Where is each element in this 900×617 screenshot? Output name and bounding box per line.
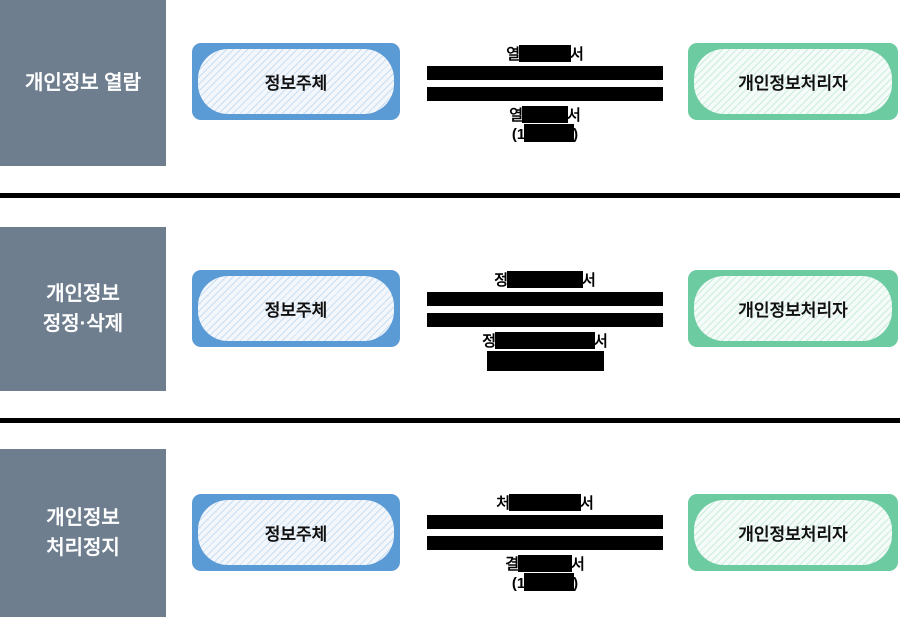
redacted-arrow-top [427, 292, 663, 306]
request-label-suffix: 서 [570, 46, 584, 63]
redaction-bar [524, 124, 575, 142]
request-label-suffix: 서 [582, 272, 596, 289]
redaction-block [486, 351, 604, 371]
subject-box: 정보주체 [192, 43, 400, 120]
request-label-suffix: 서 [580, 495, 594, 512]
response-label-prefix: 정 [482, 333, 496, 350]
processor-box-label: 개인정보처리자 [694, 49, 892, 114]
deadline-prefix: (1 [511, 126, 526, 143]
processor-box: 개인정보처리자 [688, 494, 898, 571]
deadline-prefix: (1 [511, 575, 526, 592]
redacted-arrow-top [427, 66, 663, 80]
redaction-bar [519, 45, 571, 62]
processor-box-label: 개인정보처리자 [694, 500, 892, 565]
subject-box: 정보주체 [192, 494, 400, 571]
redaction-bar [518, 555, 572, 572]
category-label-line: 정정·삭제 [42, 313, 124, 335]
deadline-suffix: ) [573, 126, 579, 143]
response-label-prefix: 열 [509, 107, 523, 124]
request-label-prefix: 정 [494, 272, 508, 289]
redacted-arrow-bottom [427, 536, 663, 550]
category-label-line: 개인정보 [46, 283, 120, 305]
subject-box: 정보주체 [192, 270, 400, 347]
processor-box: 개인정보처리자 [688, 270, 898, 347]
processor-box: 개인정보처리자 [688, 43, 898, 120]
redacted-arrow-top [427, 515, 663, 529]
redaction-bar [522, 106, 568, 123]
redacted-arrow-bottom [427, 87, 663, 101]
category-label-line: 개인정보 열람 [25, 72, 141, 94]
subject-box-label: 정보주체 [198, 500, 394, 565]
redaction-bar [524, 573, 575, 591]
response-deadline: (1) [427, 124, 663, 143]
response-deadline: (1) [427, 573, 663, 592]
category-label-line: 처리정지 [46, 537, 120, 559]
response-label-suffix: 서 [571, 556, 585, 573]
category-label-correction: 개인정보 정정·삭제 [0, 227, 166, 391]
deadline-suffix: ) [573, 575, 579, 592]
processor-box-label: 개인정보처리자 [694, 276, 892, 341]
category-label-suspension: 개인정보 처리정지 [0, 449, 166, 617]
redacted-arrow-bottom [427, 313, 663, 327]
response-label-suffix: 서 [594, 333, 608, 350]
row-divider [0, 193, 900, 198]
redaction-bar [495, 332, 595, 349]
category-label-line: 개인정보 [46, 507, 120, 529]
response-label-prefix: 결 [505, 556, 519, 573]
redaction-bar [507, 271, 583, 288]
subject-box-label: 정보주체 [198, 276, 394, 341]
response-deadline [427, 351, 663, 371]
request-label-prefix: 처 [496, 495, 510, 512]
row-divider [0, 418, 900, 423]
category-label-access: 개인정보 열람 [0, 0, 166, 166]
request-label-prefix: 열 [506, 46, 520, 63]
subject-box-label: 정보주체 [198, 49, 394, 114]
response-label-suffix: 서 [567, 107, 581, 124]
redaction-bar [509, 494, 581, 511]
